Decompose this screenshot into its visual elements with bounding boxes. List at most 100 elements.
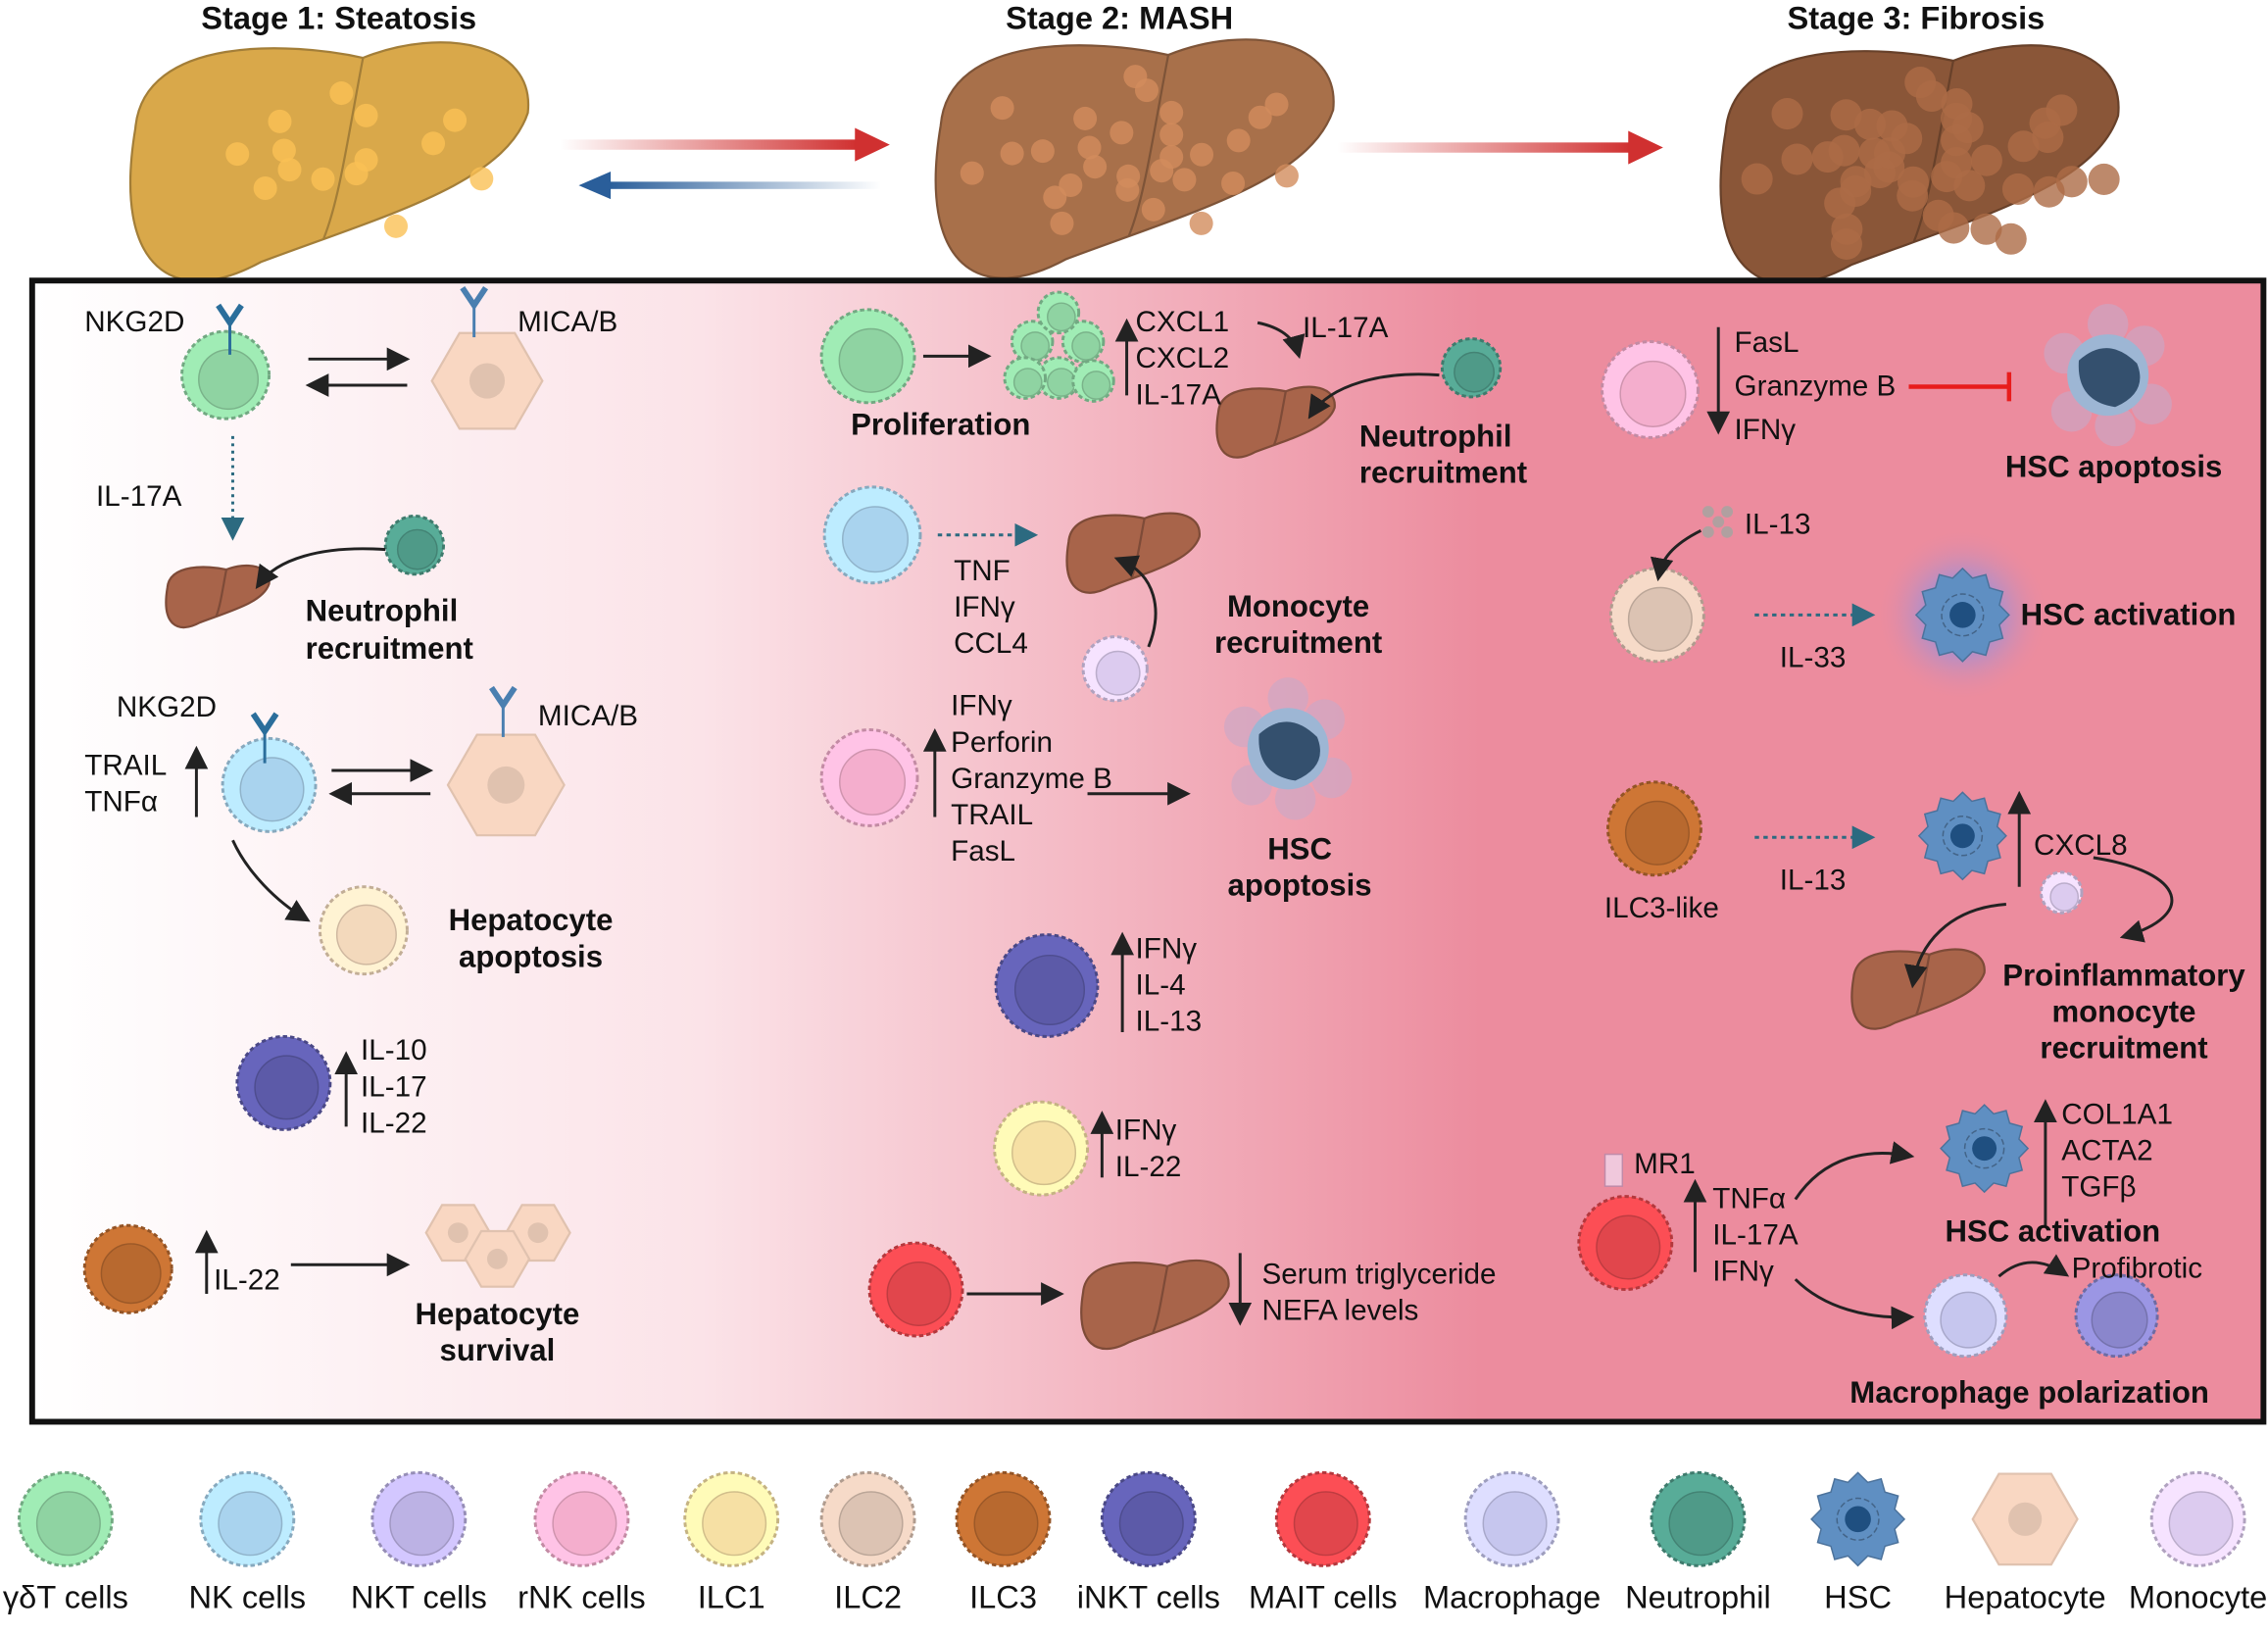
trail-label: TRAIL <box>84 749 167 781</box>
legend-ilc3-icon <box>955 1470 1052 1567</box>
apoptotic-hsc <box>1223 677 1353 820</box>
cytokine: IL-13 <box>1135 1006 1202 1038</box>
legend-hsc-icon <box>1810 1471 1906 1567</box>
cytokine: FasL <box>951 835 1015 867</box>
monocyte <box>1081 635 1149 703</box>
il13-label-2: IL-13 <box>1780 865 1847 897</box>
apoptotic-hepatocyte <box>318 885 409 976</box>
il13-particle <box>1721 525 1734 538</box>
nkg2d-receptor <box>216 303 244 355</box>
neutrophil <box>1440 337 1503 399</box>
legend-monocyte-icon <box>2149 1470 2246 1567</box>
stage-1-liver <box>129 41 530 282</box>
inkt-cell <box>994 933 1100 1038</box>
legend-label: Hepatocyte <box>1945 1578 2106 1614</box>
cytokine: Granzyme B <box>1735 370 1897 402</box>
ilc3-cell <box>1606 780 1702 877</box>
legend--t-cells-icon <box>17 1470 114 1567</box>
cytokine: IL-17 <box>361 1070 427 1103</box>
stage-2-title: Stage 2: MASH <box>1006 0 1233 36</box>
monocyte <box>2039 870 2084 915</box>
hsc <box>1917 791 2007 881</box>
cytokine: IFNγ <box>1712 1256 1774 1288</box>
legend-label: iNKT cells <box>1077 1578 1220 1614</box>
macrophage <box>1923 1273 2008 1359</box>
cytokine: IL-10 <box>361 1034 427 1066</box>
hsc <box>1914 567 2010 663</box>
liver <box>1080 1259 1230 1351</box>
nefa-levels-label: NEFA levels <box>1262 1295 1419 1327</box>
il13-particle <box>1721 506 1734 518</box>
hepatocyte-survival-label-2: survival <box>440 1333 556 1367</box>
serum-triglyceride-label: Serum triglyceride <box>1262 1259 1497 1291</box>
stage-3-liver <box>1719 44 2120 285</box>
monocyte-recruitment-label: Monocyte <box>1227 589 1369 623</box>
legend-ilc2-icon <box>819 1470 916 1567</box>
cytokine: IFNγ <box>1115 1114 1177 1147</box>
inhibition-line <box>1908 371 2012 402</box>
gamma-delta-t-cell <box>819 308 916 405</box>
regression-arrow <box>578 172 881 200</box>
mait-cell <box>867 1241 964 1338</box>
legend-label: ILC3 <box>969 1578 1037 1614</box>
progression-arrow-2 <box>1337 130 1663 165</box>
neutrophil-recruitment-label: Neutrophil <box>306 593 459 627</box>
legend-label: NKT cells <box>351 1578 487 1614</box>
stage-3-title: Stage 3: Fibrosis <box>1788 0 2046 36</box>
cells-layer <box>82 286 2172 1359</box>
profibrotic-macrophage <box>2074 1273 2159 1359</box>
ilc2-cell <box>1608 567 1705 664</box>
stage3-labels: FasL Granzyme B IFNγ HSC apoptosis IL-13… <box>1604 326 2245 1410</box>
progression-arrow-1 <box>560 127 890 162</box>
cytokine: IFNγ <box>1135 932 1197 965</box>
cytokine: CXCL2 <box>1135 342 1229 374</box>
legend-inkt-cells-icon <box>1100 1470 1197 1567</box>
legend-label: Monocyte <box>2129 1578 2267 1614</box>
cxcl8-label: CXCL8 <box>2034 829 2128 862</box>
neutrophil-recruitment-label-2: recruitment <box>1359 455 1527 489</box>
cytokine: IL-17A <box>1712 1219 1799 1252</box>
ilc1-cell <box>993 1100 1090 1197</box>
legend-label: Macrophage <box>1423 1578 1601 1614</box>
mica-b-label: MICA/B <box>518 306 617 338</box>
liver <box>1850 948 1986 1030</box>
gene-label: TGFβ <box>2061 1171 2136 1204</box>
neutrophil-recruitment-label: Neutrophil <box>1359 419 1512 453</box>
cytokine: CCL4 <box>954 627 1028 660</box>
hepatocyte <box>464 1229 531 1288</box>
legend-hepatocyte-icon <box>1971 1472 2079 1566</box>
stage1-labels: NKG2D MICA/B IL-17A Neutrophil recruitme… <box>84 306 638 1367</box>
rnk-cell <box>819 728 919 827</box>
mica-b-label-2: MICA/B <box>538 700 638 732</box>
macrophage-polarization-label: Macrophage polarization <box>1849 1375 2209 1410</box>
legend-label: ILC2 <box>834 1578 902 1614</box>
cytokine: IFNγ <box>1735 414 1797 446</box>
legend-label: Neutrophil <box>1625 1578 1771 1614</box>
neutrophil <box>383 515 446 576</box>
cytokine: IL-22 <box>214 1264 280 1297</box>
profibrotic-label: Profibrotic <box>2072 1253 2203 1285</box>
hepatocyte-survival-label: Hepatocyte <box>416 1297 580 1331</box>
il17a-label: IL-17A <box>96 480 182 513</box>
arrows <box>184 318 2174 1330</box>
hsc <box>1940 1104 2030 1194</box>
ilc3-like-label: ILC3-like <box>1604 892 1719 924</box>
legend-macrophage-icon <box>1463 1470 1560 1567</box>
nkg2d-label: NKG2D <box>84 306 184 338</box>
cytokine: TRAIL <box>951 799 1033 831</box>
cytokine: IL-22 <box>361 1107 427 1139</box>
proinflammatory-label-3: recruitment <box>2040 1031 2207 1065</box>
cytokine: IFNγ <box>954 591 1015 623</box>
legend-nkt-cells-icon <box>370 1470 468 1567</box>
proinflammatory-label: Proinflammatory <box>2002 959 2245 993</box>
inkt-cell <box>235 1034 332 1131</box>
monocyte-recruitment-label-2: recruitment <box>1214 625 1382 660</box>
cytokine: IFNγ <box>951 690 1012 722</box>
il17a-label: IL-17A <box>1303 312 1389 344</box>
nk-cell <box>221 736 318 833</box>
liver <box>1215 385 1336 459</box>
hepatocyte <box>446 733 566 837</box>
legend-rnk-cells-icon <box>533 1470 630 1567</box>
